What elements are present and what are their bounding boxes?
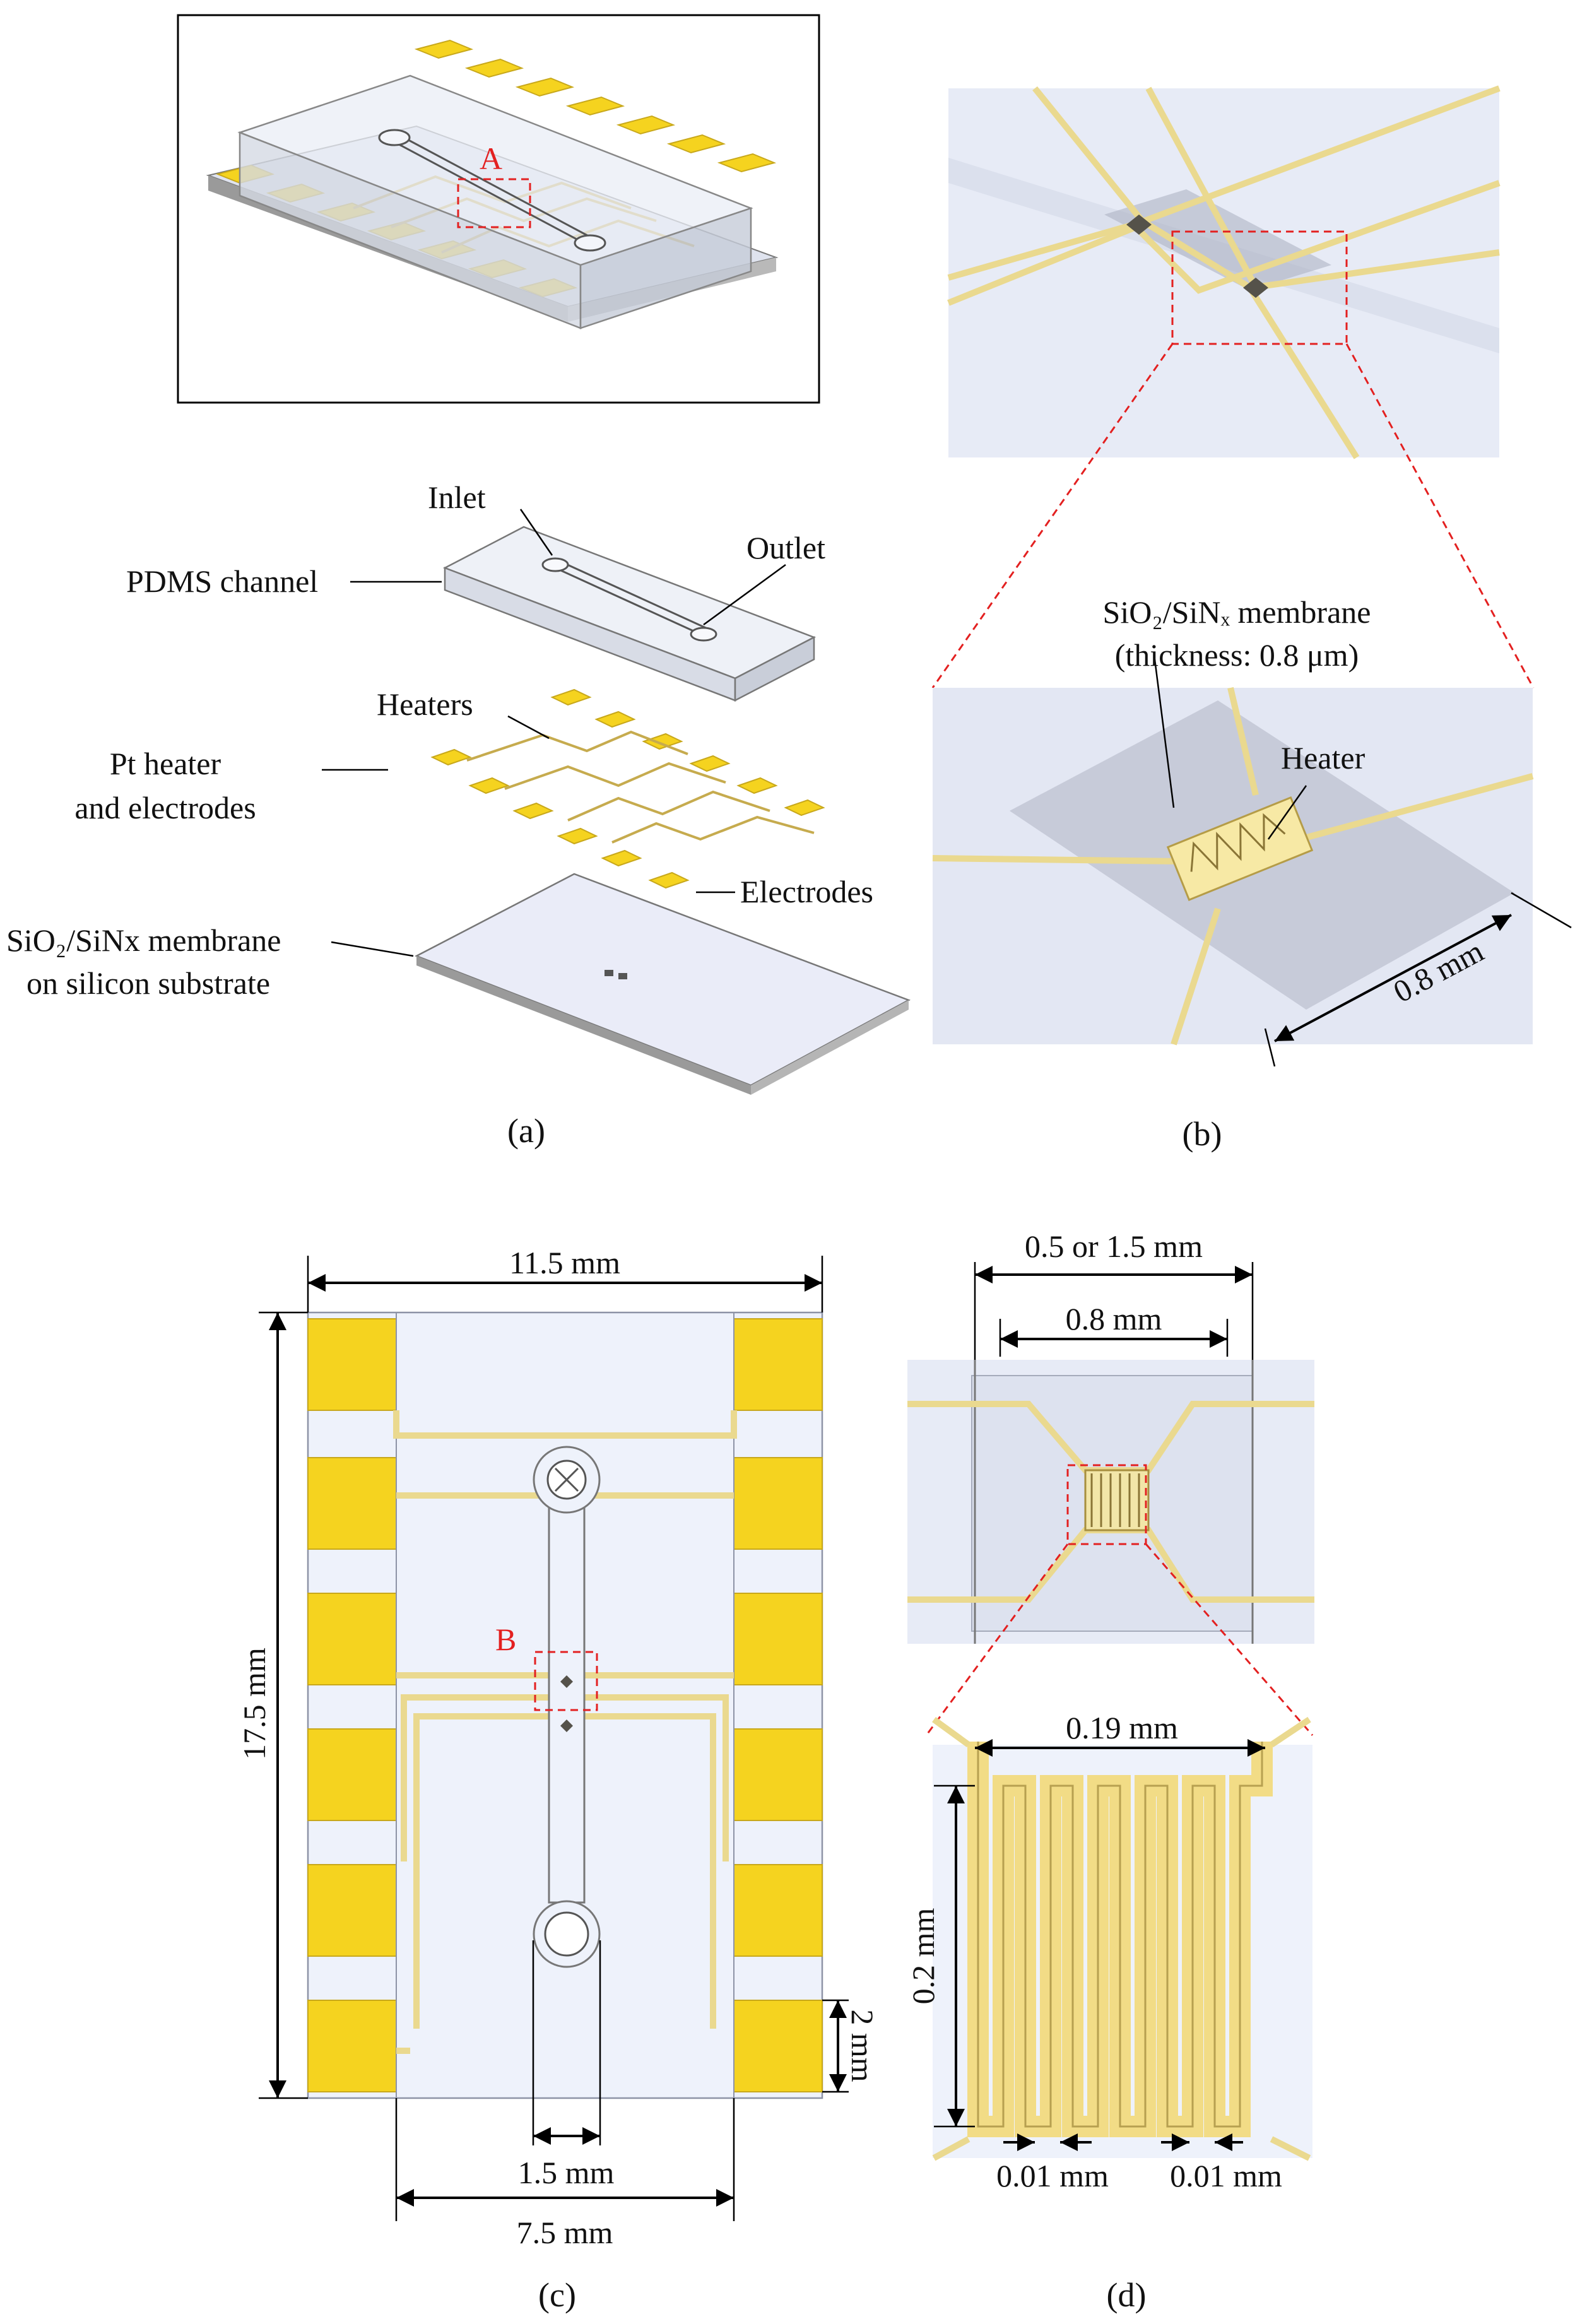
heater-top-view-d bbox=[907, 1360, 1314, 1644]
dim-0-01mm-right: 0.01 mm bbox=[1170, 2158, 1282, 2193]
panel-b: SiO₂/SiNₓ membrane (thickness: 0.8 μm) H… bbox=[931, 85, 1572, 1153]
marker-a: A bbox=[480, 141, 502, 176]
dim-2mm: 2 mm bbox=[845, 2009, 880, 2082]
heater-zoom-view bbox=[932, 687, 1534, 1046]
detail-region-b-top bbox=[1171, 230, 1348, 345]
serpentine-zoom-d bbox=[932, 1716, 1312, 2161]
label-pt-heater-1: Pt heater bbox=[110, 746, 221, 781]
label-membrane-1: SiO₂/SiNx membrane bbox=[6, 923, 281, 958]
label-heater: Heater bbox=[1281, 740, 1366, 776]
pads-left-column bbox=[307, 1318, 397, 2092]
panel-d: 0.5 or 1.5 mm 0.8 mm 0.19 mm 0.2 mm 0.01… bbox=[905, 1229, 1314, 2314]
label-membrane-2: on silicon substrate bbox=[27, 965, 270, 1001]
dim-0-8mm-d: 0.8 mm bbox=[1066, 1301, 1162, 1336]
label-outlet: Outlet bbox=[746, 530, 825, 565]
label-membrane-b-2: (thickness: 0.8 μm) bbox=[1115, 637, 1359, 673]
label-pdms-channel: PDMS channel bbox=[126, 563, 318, 599]
dim-17-5mm: 17.5 mm bbox=[237, 1648, 272, 1760]
exploded-substrate-layer bbox=[414, 873, 911, 1095]
label-electrodes: Electrodes bbox=[740, 874, 873, 909]
label-inlet: Inlet bbox=[428, 480, 486, 515]
dim-0-19mm: 0.19 mm bbox=[1066, 1710, 1178, 1745]
caption-a: (a) bbox=[507, 1112, 545, 1150]
panel-a: A bbox=[6, 14, 911, 1150]
dim-7-5mm: 7.5 mm bbox=[517, 2215, 613, 2250]
pads-right-row bbox=[414, 39, 777, 173]
label-pt-heater-2: and electrodes bbox=[74, 790, 256, 825]
caption-d: (d) bbox=[1107, 2276, 1147, 2314]
panel-c: B 11.5 mm 17.5 mm 2 mm 1.5 mm 7.5 mm (c) bbox=[237, 1245, 880, 2314]
caption-c: (c) bbox=[538, 2276, 576, 2314]
caption-b: (b) bbox=[1183, 1115, 1222, 1153]
heater-pair-view bbox=[947, 85, 1501, 459]
exploded-pdms-layer bbox=[442, 526, 817, 702]
exploded-electrode-layer bbox=[430, 688, 825, 889]
dim-0-2mm: 0.2 mm bbox=[905, 1908, 941, 2005]
marker-b: B bbox=[495, 1622, 516, 1657]
label-heaters: Heaters bbox=[377, 687, 473, 722]
dim-0-5-or-1-5mm: 0.5 or 1.5 mm bbox=[1025, 1229, 1203, 1264]
label-membrane-b-1: SiO₂/SiNₓ membrane bbox=[1103, 594, 1371, 630]
dim-11-5mm: 11.5 mm bbox=[509, 1245, 620, 1280]
fluidic-channel-c bbox=[533, 1446, 601, 1968]
heater-serpentine bbox=[1166, 796, 1314, 902]
dim-1-5mm: 1.5 mm bbox=[518, 2155, 615, 2190]
detail-region-a bbox=[457, 178, 531, 228]
pads-right-column bbox=[733, 1318, 823, 2092]
detail-region-d bbox=[1066, 1464, 1147, 1545]
detail-region-b bbox=[534, 1651, 598, 1711]
chip-3d-assembled bbox=[206, 39, 779, 329]
dim-0-01mm-left: 0.01 mm bbox=[996, 2158, 1109, 2193]
